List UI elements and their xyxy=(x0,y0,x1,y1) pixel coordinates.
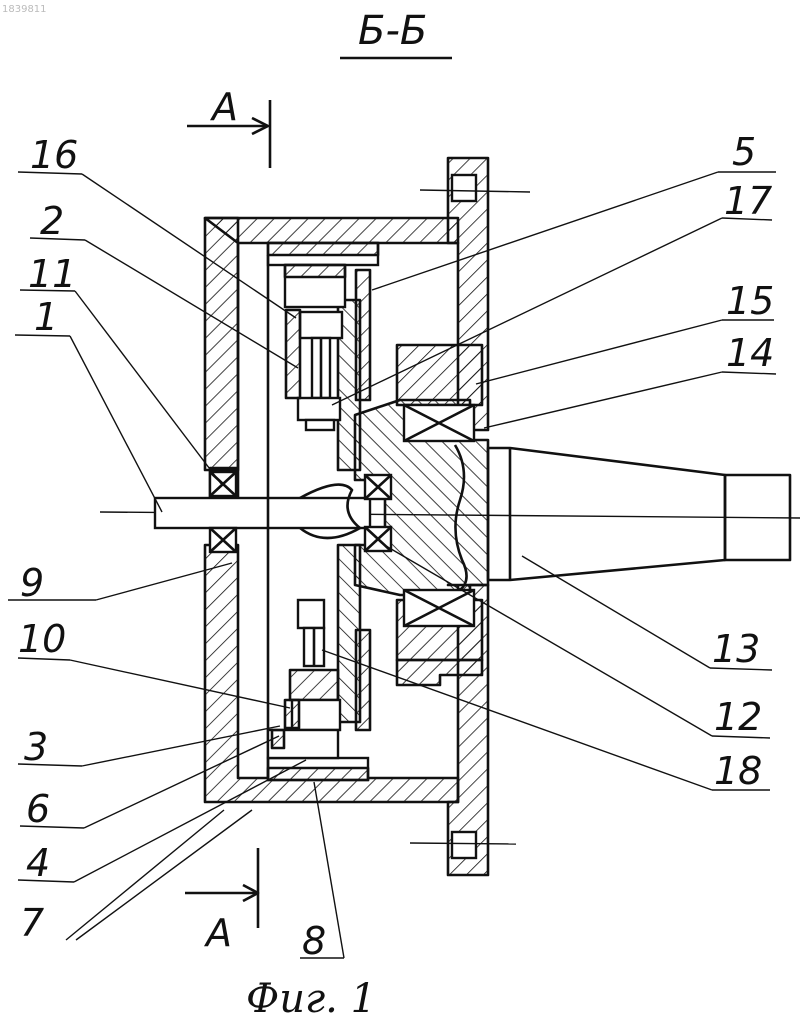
section-mark-top: А xyxy=(209,85,238,129)
label-7: 7 xyxy=(20,901,44,945)
label-18: 18 xyxy=(714,749,762,793)
output-spindle-part-13 xyxy=(488,448,790,580)
label-8: 8 xyxy=(302,919,326,963)
label-6: 6 xyxy=(26,787,50,831)
label-3: 3 xyxy=(24,725,48,769)
section-arrow-bottom: А xyxy=(185,848,258,955)
document-number: 1839811 xyxy=(2,4,47,15)
bolt-centerline-top xyxy=(420,190,530,192)
label-9: 9 xyxy=(20,561,44,605)
label-4: 4 xyxy=(26,841,50,885)
label-2: 2 xyxy=(40,199,64,243)
label-10: 10 xyxy=(18,617,66,661)
section-title: Б-Б xyxy=(358,8,427,54)
label-12: 12 xyxy=(714,695,762,739)
label-15: 15 xyxy=(726,279,774,323)
figure-caption: Фиг. 1 xyxy=(246,976,376,1022)
label-13: 13 xyxy=(712,627,760,671)
label-16: 16 xyxy=(30,133,78,177)
label-17: 17 xyxy=(724,179,772,223)
bolt-centerline-bottom xyxy=(410,843,516,844)
section-arrow-top: А xyxy=(187,85,270,168)
input-shaft-part-1 xyxy=(155,472,370,552)
label-11: 11 xyxy=(28,252,76,296)
label-14: 14 xyxy=(726,331,774,375)
label-1: 1 xyxy=(34,295,58,339)
section-mark-bottom: А xyxy=(203,911,232,955)
label-5: 5 xyxy=(732,130,756,174)
